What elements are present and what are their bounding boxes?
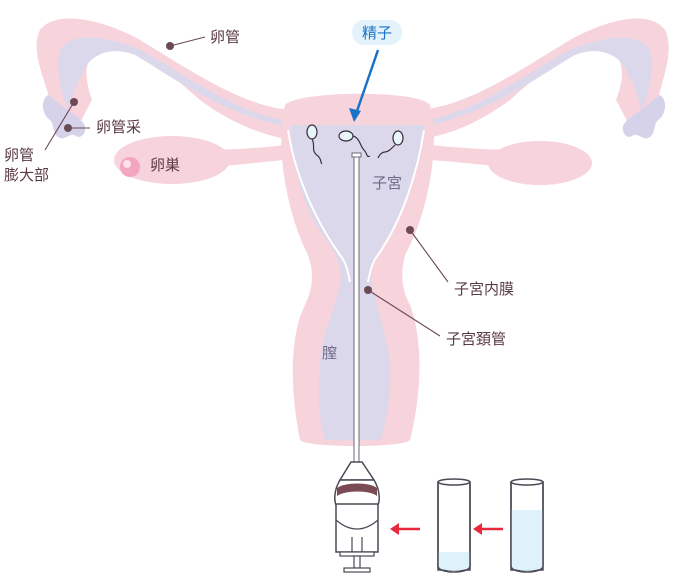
label-sperm: 精子	[352, 20, 403, 45]
right-fimbriae	[622, 95, 666, 139]
red-arrows	[390, 523, 503, 535]
label-endometrium: 子宮内膜	[454, 280, 515, 298]
sperm-cell-2	[338, 130, 354, 142]
egg-cell-highlight	[123, 160, 131, 168]
sperm-cells	[306, 124, 404, 165]
right-ovary	[488, 141, 592, 185]
syringe-band	[337, 483, 377, 496]
label-uterus: 子宮	[372, 174, 403, 192]
syringe	[334, 461, 380, 573]
label-ovary: 卵巣	[150, 156, 181, 174]
egg-cell	[120, 157, 140, 177]
sperm-cell-3	[392, 130, 404, 146]
label-fimbriae: 卵管采	[96, 118, 142, 136]
catheter-rod	[353, 154, 360, 466]
catheter-tip	[351, 152, 362, 158]
endometrium-line	[287, 129, 425, 283]
sperm-arrow	[349, 49, 380, 122]
label-cervical-canal: 子宮頚管	[446, 330, 507, 348]
label-ampulla-line1: 卵管	[4, 146, 35, 164]
right-tube-lumen	[410, 37, 652, 130]
label-fallopian-tube: 卵管	[210, 28, 241, 46]
left-ovary	[114, 136, 230, 184]
leader-dots	[64, 42, 414, 294]
test-tube-middle	[437, 478, 471, 573]
sperm-cell-1	[306, 124, 318, 140]
leader-lines	[44, 36, 449, 337]
label-vagina: 膣	[322, 344, 338, 362]
test-tube-right	[510, 478, 544, 573]
left-tube-lumen	[58, 37, 300, 130]
label-ampulla-line2: 膨大部	[4, 166, 50, 184]
